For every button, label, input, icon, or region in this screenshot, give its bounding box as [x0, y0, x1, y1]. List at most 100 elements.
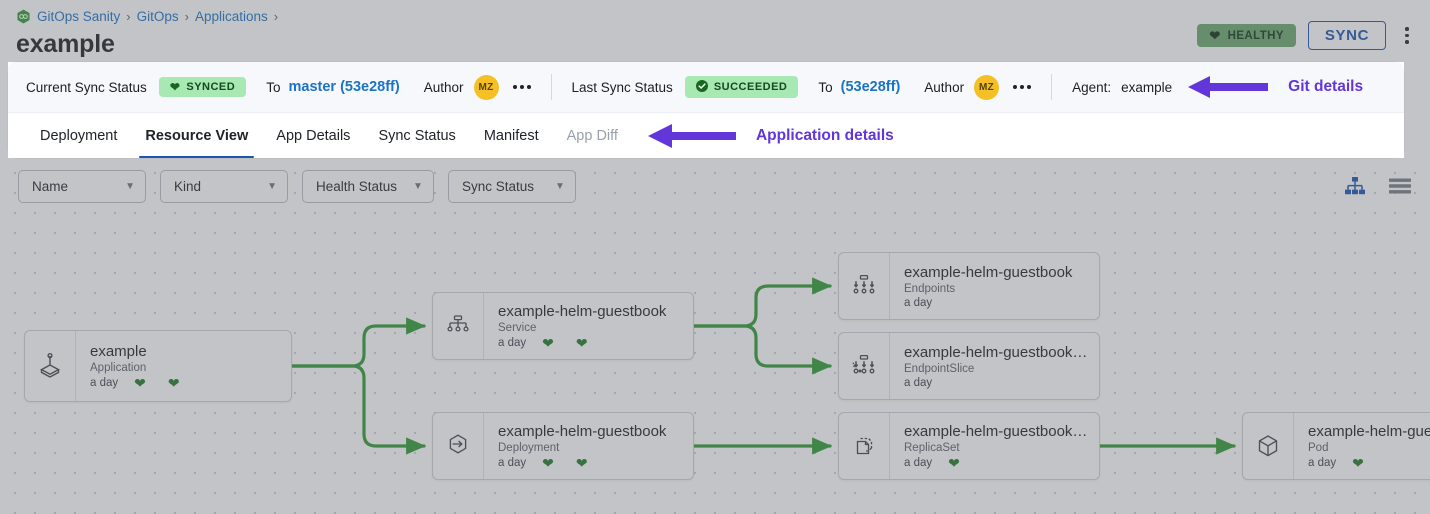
application-details-annotation-label: Application details — [755, 126, 894, 144]
node-meta: a day ❤ ❤ — [498, 456, 683, 470]
graph-node-service[interactable]: example-helm-guestbook Service a day ❤ ❤ — [432, 292, 694, 360]
git-details-annotation-label: Git details — [1288, 78, 1364, 95]
header-actions: ❤ HEALTHY SYNC — [1197, 21, 1416, 50]
node-meta: a day — [904, 297, 1089, 309]
node-kind: Endpoints — [904, 283, 956, 295]
health-heart-icon: ❤ — [948, 455, 960, 471]
agent-label: Agent: — [1072, 79, 1112, 95]
graph-node-application[interactable]: example Application a day ❤ ❤ — [24, 330, 292, 402]
breadcrumb-item-2[interactable]: Applications — [194, 9, 268, 24]
tab-deployment[interactable]: Deployment — [40, 127, 118, 144]
breadcrumb-separator: › — [126, 9, 131, 24]
service-icon — [433, 293, 483, 359]
current-to-label: To — [266, 79, 281, 95]
tab-app-details[interactable]: App Details — [276, 127, 351, 144]
gitops-hex-link-icon — [16, 9, 31, 24]
page-title: example — [16, 30, 115, 58]
check-circle-icon — [695, 80, 708, 94]
graph-node-endpointslice[interactable]: example-helm-guestbook-ct… EndpointSlice… — [838, 332, 1100, 400]
tab-resource-view[interactable]: Resource View — [131, 113, 262, 158]
left-arrow-annotation — [647, 123, 736, 149]
node-body: example-helm-guestbook Service a day ❤ ❤ — [483, 293, 693, 359]
tab-manifest[interactable]: Manifest — [483, 127, 539, 144]
view-mode-toggles — [1344, 176, 1412, 196]
node-body: example Application a day ❤ ❤ — [75, 331, 291, 401]
node-meta: a day — [904, 377, 1089, 389]
node-body: example-helm-guestbook Deployment a day … — [483, 413, 693, 479]
graph-edges — [290, 277, 1236, 455]
node-age: a day — [1308, 457, 1337, 469]
filter-kind-label: Kind — [174, 178, 202, 194]
endpoints-icon — [839, 253, 889, 319]
node-kind: ReplicaSet — [904, 442, 960, 454]
node-title: example-helm-guest — [1308, 423, 1430, 440]
graph-node-endpoints[interactable]: example-helm-guestbook Endpoints a day — [838, 252, 1100, 320]
current-revision-link[interactable]: master (53e28ff) — [288, 79, 400, 95]
node-age: a day — [904, 457, 933, 469]
node-meta: a day ❤ ❤ — [90, 376, 281, 390]
breadcrumb: GitOps Sanity › GitOps › Applications › — [16, 9, 278, 24]
node-title: example-helm-guestbook-74… — [904, 423, 1089, 440]
filter-name-label: Name — [32, 178, 69, 194]
heart-icon: ❤ — [1209, 28, 1221, 43]
node-age: a day — [498, 337, 527, 349]
ellipsis-icon[interactable] — [1013, 85, 1032, 89]
health-heart-icon: ❤ — [1352, 455, 1364, 471]
pod-icon — [1243, 413, 1293, 479]
application-icon — [25, 331, 75, 401]
last-sync-status-value: SUCCEEDED — [713, 81, 788, 93]
sync-status-bar: Current Sync Status ❤ SYNCED To master (… — [8, 62, 1404, 112]
divider — [1051, 74, 1053, 100]
current-sync-status-badge: ❤ SYNCED — [158, 77, 247, 97]
last-sync-status-badge: SUCCEEDED — [684, 76, 799, 98]
graph-node-pod[interactable]: example-helm-guest Pod a day ❤ — [1242, 412, 1430, 480]
node-meta: a day ❤ — [904, 456, 1089, 470]
node-title: example-helm-guestbook-ct… — [904, 344, 1089, 361]
kebab-menu-icon[interactable] — [1398, 25, 1416, 47]
breadcrumb-item-1[interactable]: GitOps — [136, 9, 179, 24]
node-title: example-helm-guestbook — [904, 264, 1073, 281]
node-age: a day — [498, 457, 527, 469]
node-age: a day — [90, 377, 119, 389]
application-details-annotation: Application details — [632, 113, 908, 158]
deployment-icon — [433, 413, 483, 479]
filter-health-status-label: Health Status — [316, 178, 398, 194]
node-body: example-helm-guestbook-ct… EndpointSlice… — [889, 333, 1099, 399]
graph-node-deployment[interactable]: example-helm-guestbook Deployment a day … — [432, 412, 694, 480]
health-heart-icon: ❤ — [542, 335, 554, 351]
chevron-down-icon: ▼ — [555, 180, 565, 192]
node-body: example-helm-guest Pod a day ❤ — [1293, 413, 1430, 479]
sync-heart-icon: ❤ — [575, 455, 588, 471]
graph-node-replicaset[interactable]: example-helm-guestbook-74… ReplicaSet a … — [838, 412, 1100, 480]
node-kind: EndpointSlice — [904, 363, 975, 375]
chevron-down-icon: ▼ — [267, 180, 277, 192]
node-title: example-helm-guestbook — [498, 423, 667, 440]
last-revision-link[interactable]: (53e28ff) — [840, 79, 901, 95]
tab-bar: Deployment Resource View App Details Syn… — [8, 112, 1404, 158]
filter-health-status[interactable]: Health Status ▼ — [302, 169, 434, 203]
tab-sync-status[interactable]: Sync Status — [378, 127, 456, 144]
sync-button[interactable]: SYNC — [1307, 21, 1386, 50]
filter-name[interactable]: Name ▼ — [18, 169, 146, 203]
dim-overlay-right — [1404, 62, 1430, 158]
list-view-icon[interactable] — [1388, 176, 1412, 196]
node-meta: a day ❤ — [1308, 456, 1430, 470]
tree-view-icon[interactable] — [1344, 176, 1366, 196]
last-sync-status-label: Last Sync Status — [571, 79, 673, 95]
tab-app-diff[interactable]: App Diff — [566, 127, 618, 144]
current-author-label: Author — [423, 79, 464, 95]
ellipsis-icon[interactable] — [512, 85, 531, 89]
last-author-label: Author — [924, 79, 965, 95]
filter-sync-status[interactable]: Sync Status ▼ — [447, 169, 576, 203]
last-to-label: To — [818, 79, 833, 95]
health-heart-icon: ❤ — [134, 375, 146, 391]
filter-toolbar: Name ▼ Kind ▼ Health Status ▼ Sync Statu… — [0, 158, 1430, 214]
breadcrumb-item-0[interactable]: GitOps Sanity — [37, 9, 121, 24]
chevron-down-icon: ▼ — [125, 180, 135, 192]
node-body: example-helm-guestbook Endpoints a day — [889, 253, 1099, 319]
filter-kind[interactable]: Kind ▼ — [160, 169, 288, 203]
node-meta: a day ❤ ❤ — [498, 336, 683, 350]
node-kind: Application — [90, 362, 147, 374]
health-heart-icon: ❤ — [542, 455, 554, 471]
